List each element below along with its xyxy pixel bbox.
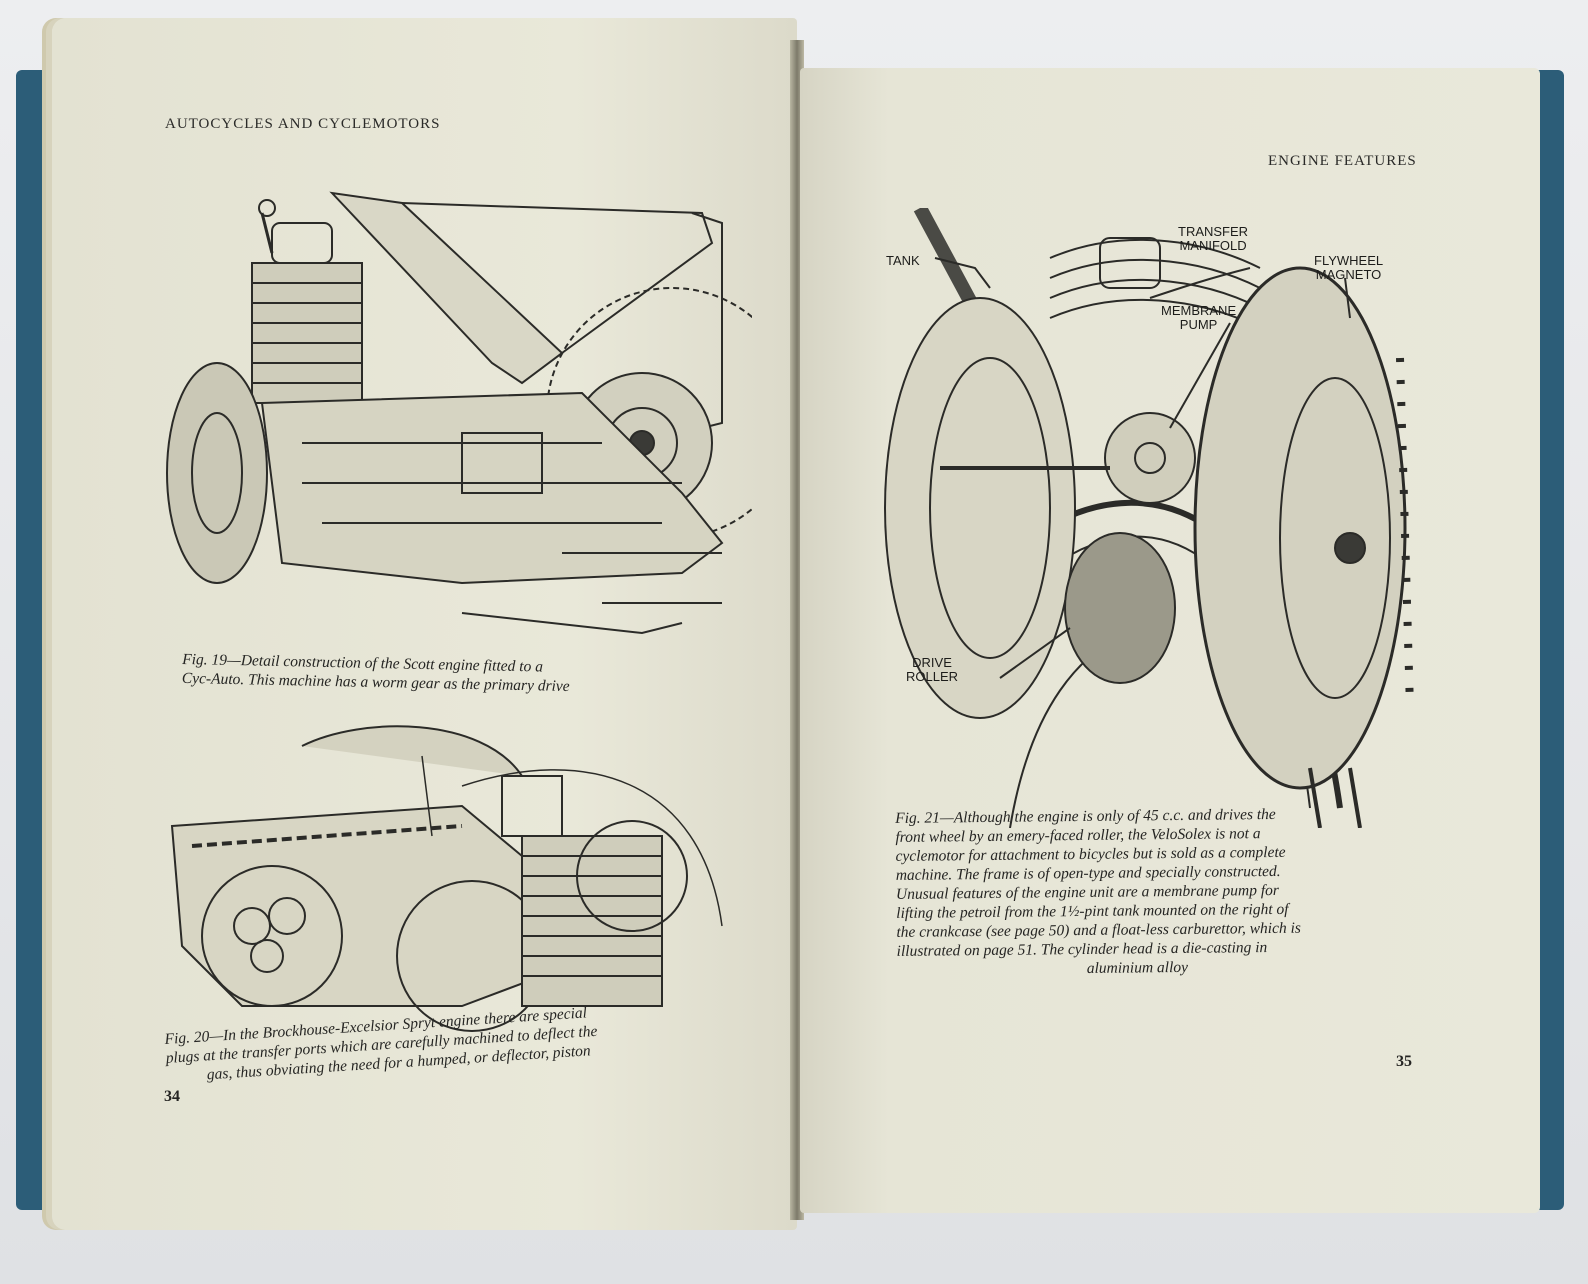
left-page-number: 34 bbox=[164, 1088, 180, 1105]
label-line: MAGNETO bbox=[1315, 267, 1382, 282]
label-flywheel-magneto: FLYWHEEL MAGNETO bbox=[1314, 254, 1383, 282]
fig19-illustration bbox=[162, 183, 752, 653]
label-line: MANIFOLD bbox=[1179, 238, 1247, 253]
fig21-illustration bbox=[880, 208, 1420, 828]
label-transfer-manifold: TRANSFER MANIFOLD bbox=[1178, 225, 1248, 253]
fig20-illustration bbox=[162, 716, 742, 1036]
label-tank: TANK bbox=[886, 253, 920, 268]
label-line: MEMBRANE bbox=[1161, 303, 1237, 318]
label-line: TRANSFER bbox=[1178, 224, 1249, 239]
label-drive-roller: DRIVE ROLLER bbox=[906, 656, 958, 684]
label-line: DRIVE bbox=[912, 655, 952, 670]
right-page-number: 35 bbox=[1396, 1053, 1412, 1070]
label-line: ROLLER bbox=[906, 669, 959, 684]
label-line: PUMP bbox=[1179, 317, 1218, 332]
left-running-head: AUTOCYCLES AND CYCLEMOTORS bbox=[165, 116, 441, 132]
right-running-head: ENGINE FEATURES bbox=[1268, 153, 1417, 169]
label-membrane-pump: MEMBRANE PUMP bbox=[1161, 304, 1236, 332]
label-line: FLYWHEEL bbox=[1314, 253, 1384, 268]
left-page: AUTOCYCLES AND CYCLEMOTORS bbox=[52, 18, 797, 1230]
right-page: ENGINE FEATURES bbox=[800, 68, 1540, 1213]
fig21-caption: Fig. 21—Although the engine is only of 4… bbox=[895, 803, 1457, 980]
fig19-caption: Fig. 19—Detail construction of the Scott… bbox=[182, 650, 571, 696]
